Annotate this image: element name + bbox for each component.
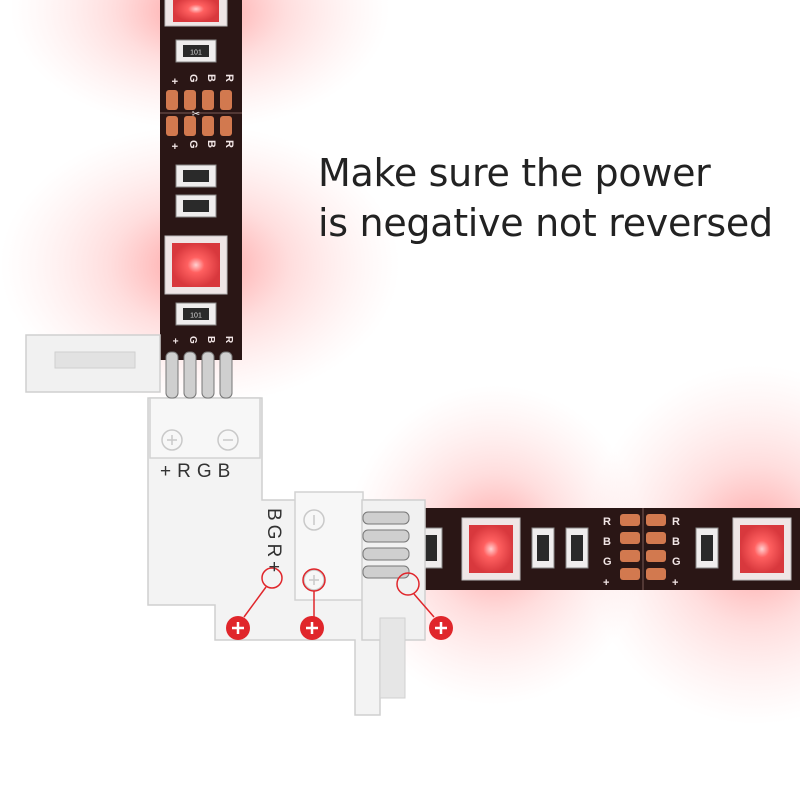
svg-text:R: R [223, 74, 235, 82]
svg-text:+: + [168, 78, 180, 84]
svg-text:R: R [223, 140, 235, 148]
positive-marker-icons [226, 616, 453, 640]
svg-text:B: B [205, 140, 217, 148]
svg-text:B: B [205, 336, 216, 343]
vertical-led-strip: 101 + G B R ✂ + G B R [160, 0, 242, 360]
svg-text:B: B [603, 536, 611, 548]
svg-text:+: + [603, 577, 609, 589]
horizontal-led-strip: R B G + R B G + [380, 508, 800, 590]
polarity-callouts [243, 567, 435, 618]
svg-text:G: G [187, 140, 199, 149]
svg-text:+: + [168, 143, 180, 149]
pin-label-side: BGR+ [263, 508, 284, 577]
connector-pins [165, 351, 410, 579]
svg-text:B: B [205, 74, 217, 82]
svg-text:G: G [187, 336, 198, 344]
svg-text:+: + [169, 338, 180, 344]
svg-text:R: R [672, 516, 680, 528]
svg-text:+: + [672, 577, 678, 589]
svg-text:✂: ✂ [192, 109, 200, 120]
svg-text:G: G [672, 556, 681, 568]
copper-pads [620, 514, 666, 580]
headline-line-2: is negative not reversed [318, 201, 773, 245]
svg-text:R: R [603, 516, 611, 528]
svg-text:G: G [603, 556, 612, 568]
headline-line-1: Make sure the power [318, 151, 711, 195]
headline: Make sure the power is negative not reve… [318, 148, 778, 248]
svg-text:R: R [223, 336, 234, 344]
pin-label-top: +RGB [160, 461, 237, 482]
svg-text:101: 101 [190, 313, 202, 320]
svg-text:B: B [672, 536, 680, 548]
copper-pads [166, 90, 232, 136]
svg-text:G: G [187, 74, 199, 83]
svg-text:101: 101 [190, 50, 202, 57]
